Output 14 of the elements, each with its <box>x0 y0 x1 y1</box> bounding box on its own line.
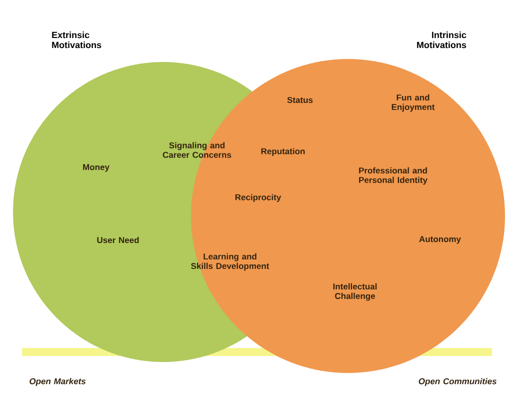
node-label: Extrinsic Motivations <box>52 32 102 48</box>
motivation-label: Learning and Skills Development <box>191 253 270 271</box>
motivation-label: Intellectual Challenge <box>333 283 377 301</box>
motivation-label: Reciprocity <box>235 194 282 202</box>
motivation-label: Professional and Personal Identity <box>359 167 428 185</box>
motivation-label: Fun and Enjoyment <box>392 94 435 112</box>
motivation-label: Reputation <box>261 148 305 156</box>
node-label: Intrinsic Motivations <box>417 32 466 48</box>
motivation-label: Signaling and Career Concerns <box>162 142 232 158</box>
motivation-label: Status <box>287 96 313 103</box>
motivation-label: Money <box>83 164 110 172</box>
motivation-label: Autonomy <box>419 236 461 244</box>
footer-label: Open Markets <box>30 378 86 386</box>
motivation-label: User Need <box>97 236 139 244</box>
